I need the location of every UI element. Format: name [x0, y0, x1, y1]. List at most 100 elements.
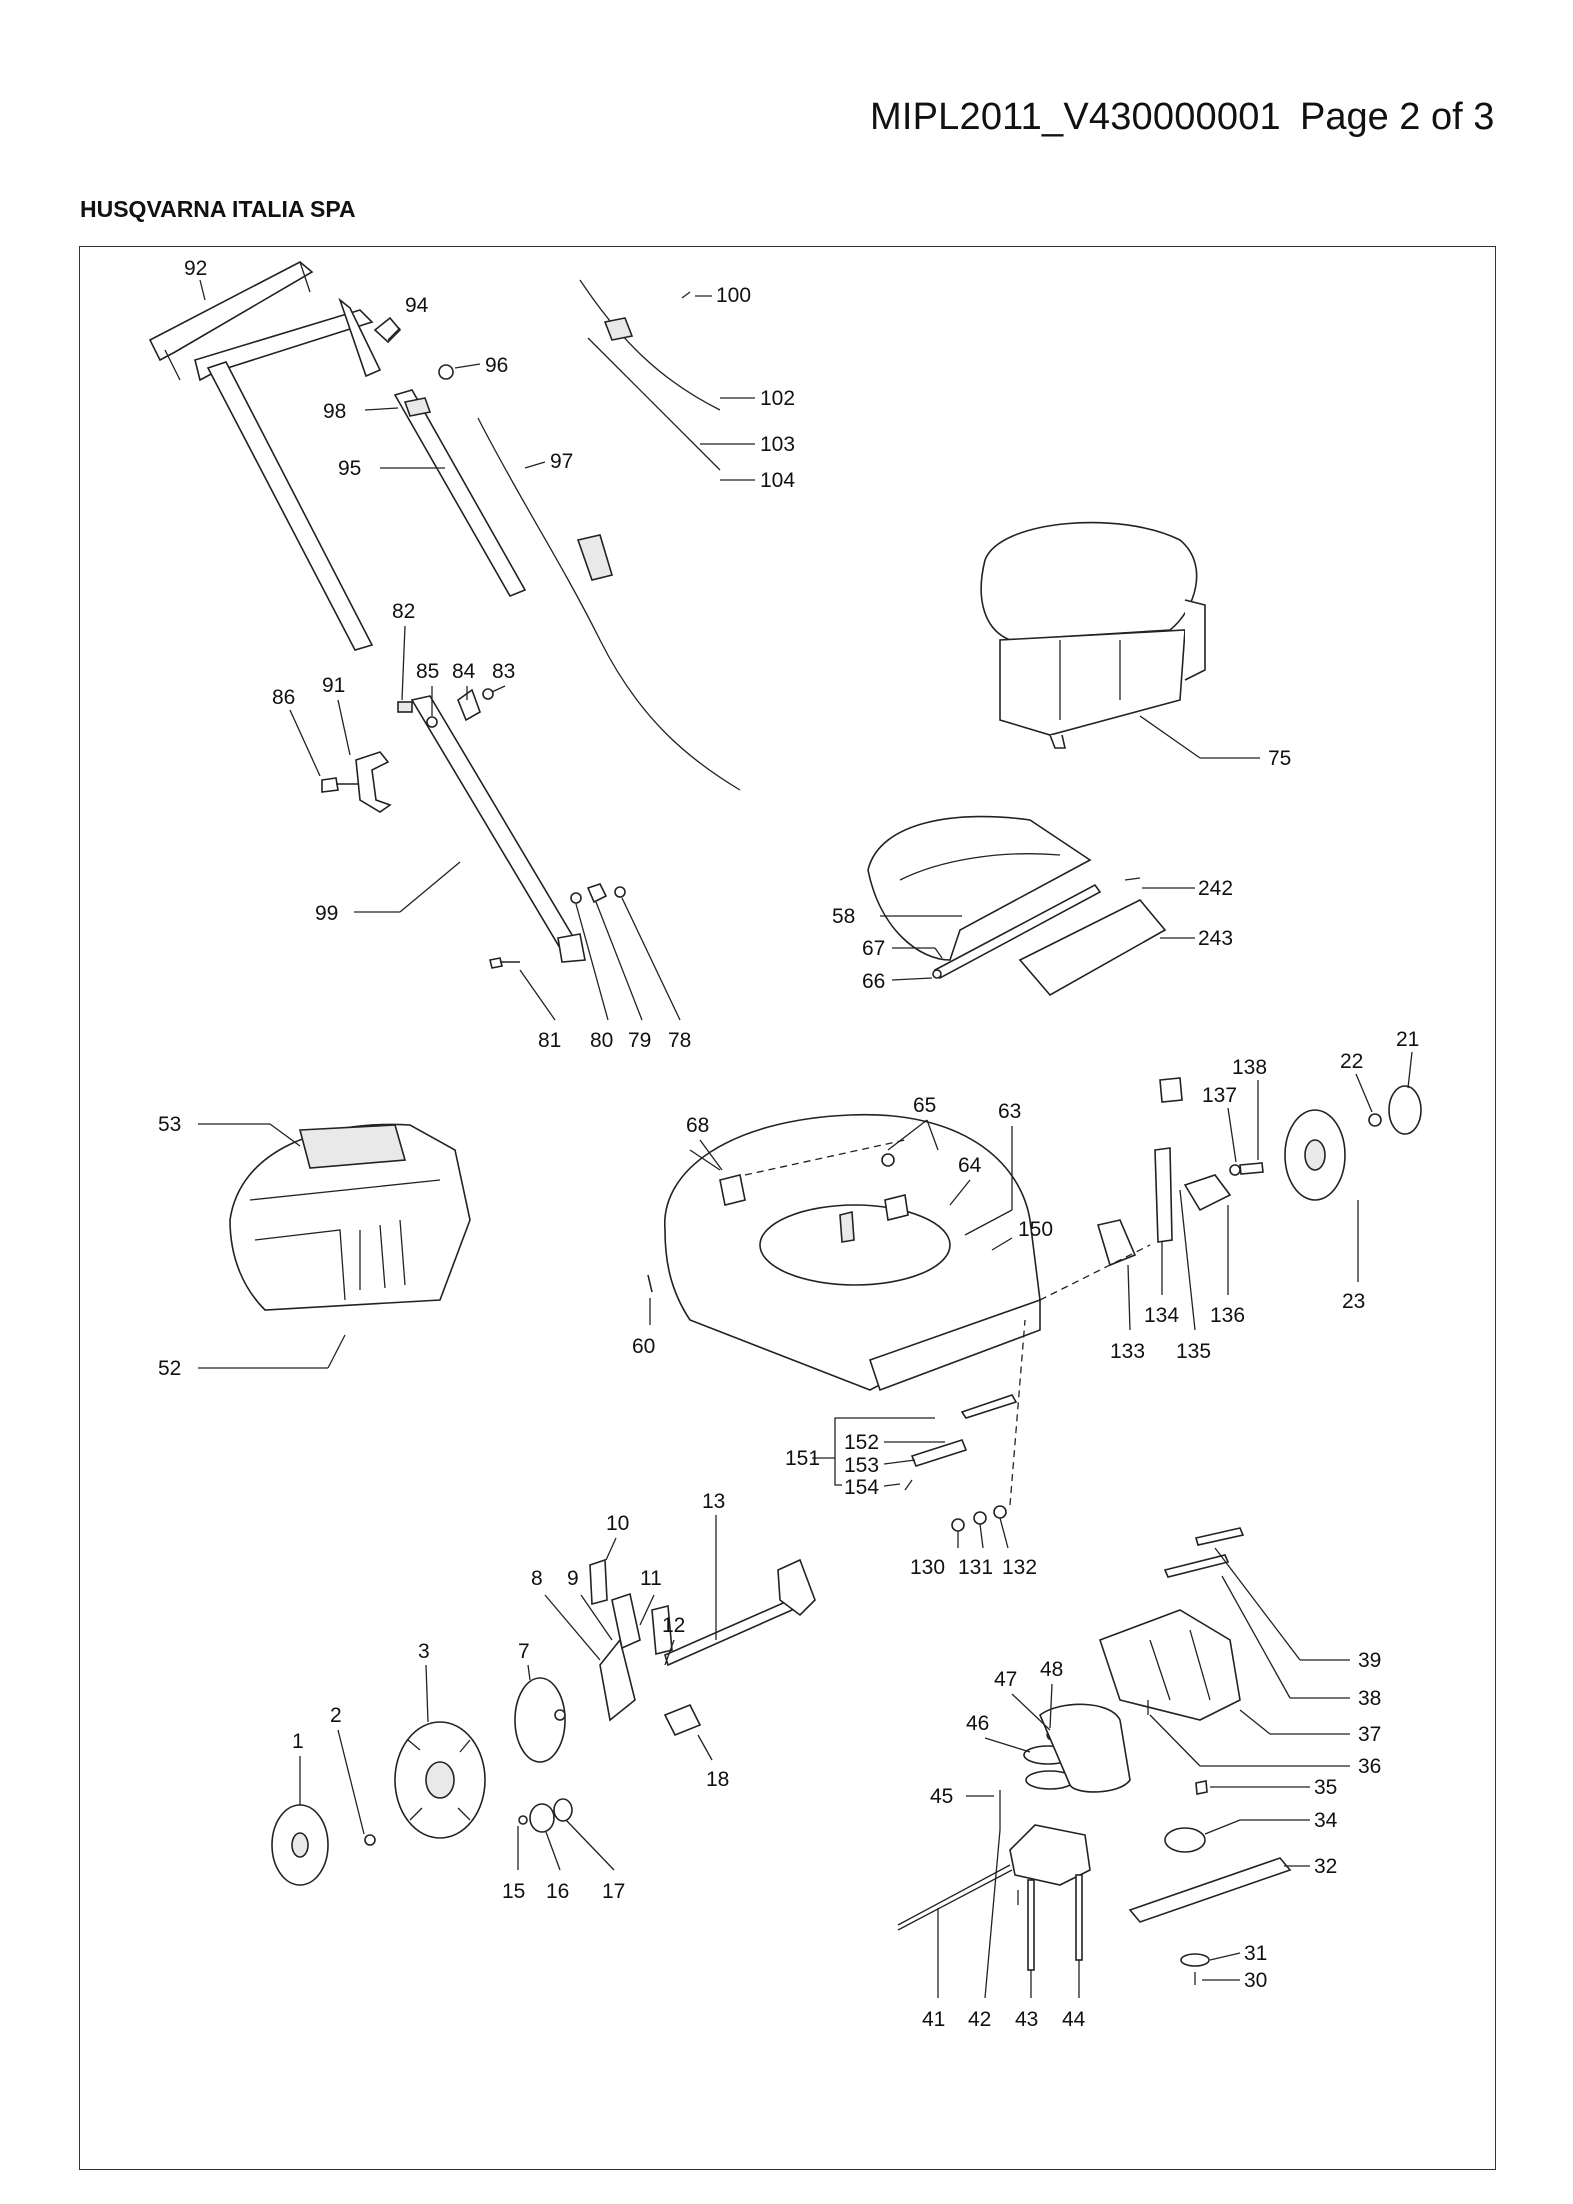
- callout-130: 130: [910, 1556, 945, 1579]
- callout-30: 30: [1244, 1969, 1267, 1992]
- gearbox-assembly: [897, 1703, 1131, 1971]
- callout-91: 91: [322, 674, 345, 697]
- callout-64: 64: [958, 1154, 982, 1177]
- front-axle-assembly: [514, 1558, 816, 1763]
- handle-bracket-parts: [321, 688, 626, 969]
- callout-48: 48: [1040, 1658, 1063, 1681]
- callout-43: 43: [1015, 2008, 1038, 2031]
- callout-52: 52: [158, 1357, 181, 1380]
- callout-35: 35: [1314, 1776, 1337, 1799]
- callout-44: 44: [1062, 2008, 1086, 2031]
- callout-65: 65: [913, 1094, 936, 1117]
- callout-138: 138: [1232, 1056, 1267, 1079]
- callout-3: 3: [418, 1640, 430, 1663]
- callout-136: 136: [1210, 1304, 1245, 1327]
- callout-47: 47: [994, 1668, 1017, 1691]
- cable-assembly: [438, 279, 741, 791]
- callout-32: 32: [1314, 1855, 1337, 1878]
- callout-102: 102: [760, 387, 795, 410]
- callout-17: 17: [602, 1880, 625, 1903]
- callout-96: 96: [485, 354, 508, 377]
- callout-23: 23: [1342, 1290, 1365, 1313]
- callout-68: 68: [686, 1114, 709, 1137]
- callout-7: 7: [518, 1640, 530, 1663]
- callout-63: 63: [998, 1100, 1021, 1123]
- callout-242: 242: [1198, 877, 1233, 900]
- callout-75: 75: [1268, 747, 1291, 770]
- callout-104: 104: [760, 469, 795, 492]
- diagram-frame: [79, 246, 1496, 2170]
- callout-153: 153: [844, 1454, 879, 1477]
- callout-21: 21: [1396, 1028, 1419, 1051]
- callout-135: 135: [1176, 1340, 1211, 1363]
- callout-18: 18: [706, 1768, 729, 1791]
- callout-151: 151: [785, 1447, 820, 1470]
- callout-37: 37: [1358, 1723, 1381, 1746]
- callout-80: 80: [590, 1029, 613, 1052]
- mulch-parts: [904, 1394, 1018, 1491]
- callout-85: 85: [416, 660, 439, 683]
- callout-92: 92: [184, 257, 207, 280]
- callout-46: 46: [966, 1712, 989, 1735]
- callout-154: 154: [844, 1476, 879, 1499]
- callout-42: 42: [968, 2008, 991, 2031]
- document-id: MIPL2011_V430000001: [870, 96, 1281, 138]
- engine: [980, 521, 1206, 749]
- callout-243: 243: [1198, 927, 1233, 950]
- callout-36: 36: [1358, 1755, 1381, 1778]
- callout-81: 81: [538, 1029, 561, 1052]
- callout-38: 38: [1358, 1687, 1381, 1710]
- front-wheel-assembly: [271, 1721, 573, 1886]
- callout-2: 2: [330, 1704, 342, 1727]
- mower-deck: [647, 1113, 1041, 1392]
- callout-31: 31: [1244, 1942, 1267, 1965]
- grass-bag: [229, 1123, 471, 1311]
- callout-45: 45: [930, 1785, 953, 1808]
- callout-134: 134: [1144, 1304, 1179, 1327]
- callout-1: 1: [292, 1730, 304, 1753]
- callout-60: 60: [632, 1335, 655, 1358]
- callout-86: 86: [272, 686, 295, 709]
- callout-58: 58: [832, 905, 855, 928]
- callout-79: 79: [628, 1029, 651, 1052]
- part-callouts: 92 94 96 98 95 97 100 102 103 104 75 82 …: [158, 257, 1419, 2031]
- callout-100: 100: [716, 284, 751, 307]
- blade-assembly: [1098, 1527, 1292, 1985]
- callout-95: 95: [338, 457, 361, 480]
- callout-137: 137: [1202, 1084, 1237, 1107]
- callout-22: 22: [1340, 1050, 1363, 1073]
- callout-97: 97: [550, 450, 573, 473]
- callout-34: 34: [1314, 1809, 1338, 1832]
- callout-152: 152: [844, 1431, 879, 1454]
- callout-133: 133: [1110, 1340, 1145, 1363]
- callout-150: 150: [1018, 1218, 1053, 1241]
- callout-53: 53: [158, 1113, 181, 1136]
- callout-41: 41: [922, 2008, 945, 2031]
- callout-94: 94: [405, 294, 429, 317]
- company-name: HUSQVARNA ITALIA SPA: [80, 196, 356, 222]
- callout-78: 78: [668, 1029, 691, 1052]
- callout-13: 13: [702, 1490, 725, 1513]
- callout-39: 39: [1358, 1649, 1381, 1672]
- callout-8: 8: [531, 1567, 543, 1590]
- callout-103: 103: [760, 433, 795, 456]
- rear-wheel-assembly: [1039, 1077, 1422, 1301]
- page-number: Page 2 of 3: [1300, 96, 1495, 138]
- callout-99: 99: [315, 902, 338, 925]
- callout-12: 12: [662, 1614, 685, 1637]
- callout-67: 67: [862, 937, 885, 960]
- callout-132: 132: [1002, 1556, 1037, 1579]
- callout-10: 10: [606, 1512, 629, 1535]
- callout-66: 66: [862, 970, 885, 993]
- rear-guard: [867, 815, 1167, 997]
- callout-16: 16: [546, 1880, 569, 1903]
- handle-assembly: [148, 261, 586, 963]
- callout-131: 131: [958, 1556, 993, 1579]
- callout-15: 15: [502, 1880, 525, 1903]
- callout-83: 83: [492, 660, 515, 683]
- callout-84: 84: [452, 660, 476, 683]
- callout-9: 9: [567, 1567, 579, 1590]
- callout-11: 11: [640, 1567, 662, 1590]
- callout-98: 98: [323, 400, 346, 423]
